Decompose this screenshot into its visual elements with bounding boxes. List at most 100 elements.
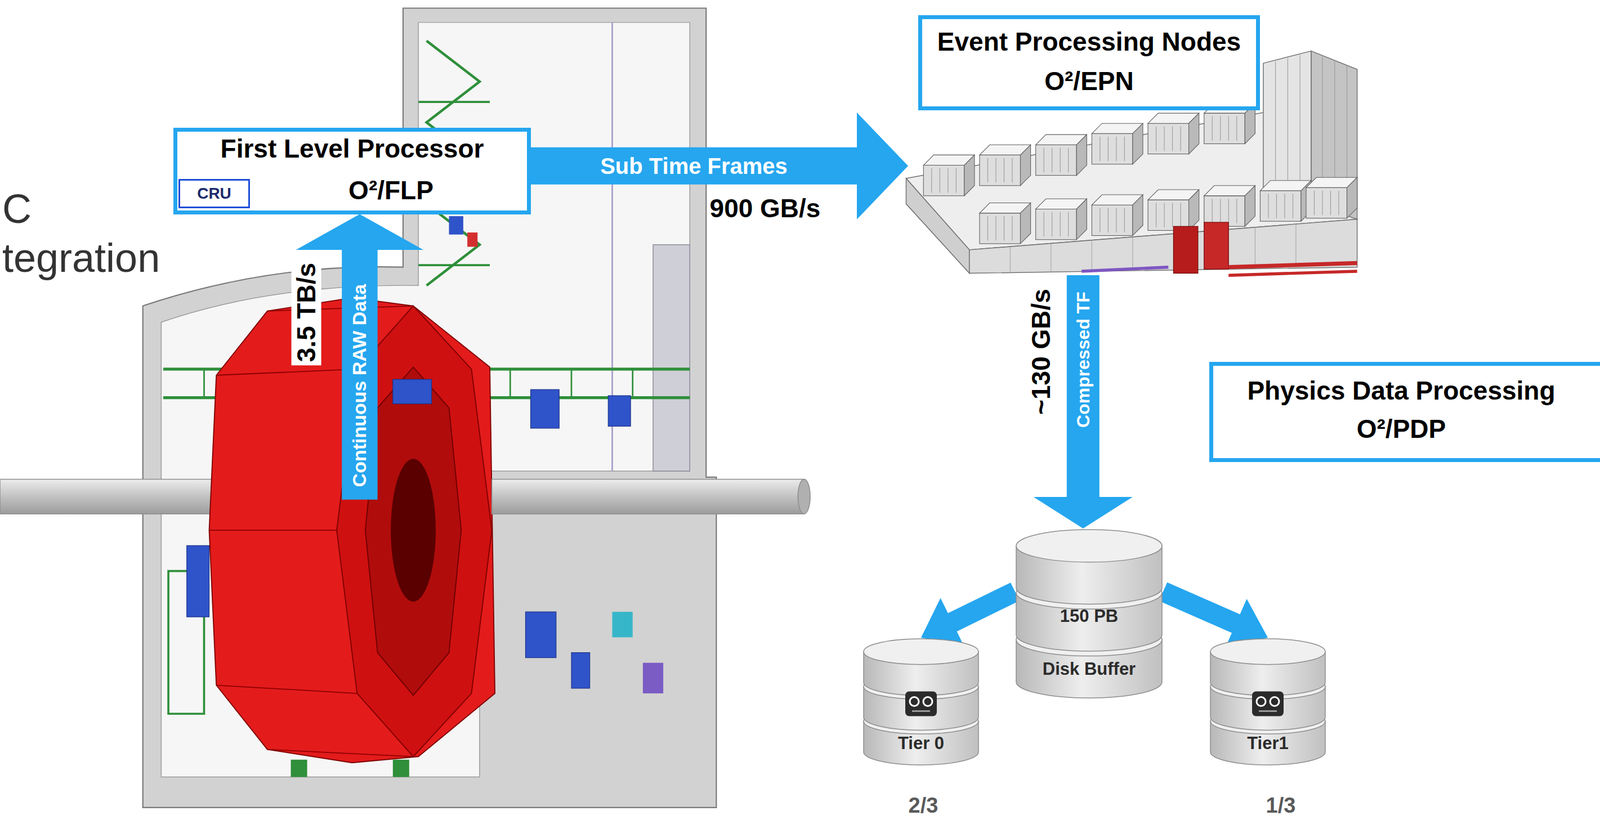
server-farm (1147, 113, 1200, 154)
detector-parts (530, 389, 560, 429)
label-slot: Continuous RAW Data (348, 284, 371, 488)
rate-label: 900 GB/s (709, 193, 821, 224)
flow-arrow (921, 582, 1020, 647)
detector-cavern (142, 7, 717, 808)
slide-text: tegration (2, 234, 160, 282)
detector-parts (571, 653, 591, 689)
server-farm (1035, 198, 1088, 240)
edge-label: Compressed TF (1072, 291, 1094, 428)
tier-storage: Tier 0 (862, 637, 980, 771)
edge-label: Sub Time Frames (600, 153, 788, 180)
server-farm (923, 154, 975, 196)
slide-text: C (2, 185, 32, 233)
tier-storage: Tier1 (1209, 637, 1327, 771)
tape-window (1258, 710, 1277, 713)
box-subtitle: O²/PDP (1356, 414, 1446, 445)
label-slot: C (2, 185, 32, 233)
storage-label: 150 PB (1060, 606, 1119, 627)
detector-parts (525, 611, 556, 659)
detector-magnet (291, 760, 308, 778)
tape-body (905, 691, 937, 717)
tape-reel (1270, 697, 1280, 707)
label-slot: 1/3 (1266, 793, 1296, 819)
box-subtitle: O²/EPN (1044, 66, 1134, 97)
box-title: Physics Data Processing (1247, 376, 1555, 406)
label-slot: 900 GB/s (709, 193, 821, 224)
beam-pipe (0, 479, 217, 515)
processing-farm: Event Processing NodesO²/EPN (908, 15, 1357, 276)
box-title: CRU (197, 184, 232, 203)
server-farm (1306, 177, 1358, 218)
box-title: First Level Processor (220, 133, 485, 164)
text-slot: Tier 0 (862, 733, 980, 754)
beam-pipe (797, 479, 811, 515)
detector-parts (186, 379, 664, 694)
storage-label: Tier1 (1247, 733, 1289, 754)
detector-parts (608, 395, 631, 427)
text-slot: Physics Data Processing (1213, 376, 1590, 406)
storage-label: Disk Buffer (1042, 659, 1136, 680)
detector-magnet (390, 458, 436, 602)
label-slot: ~130 GB/s (1026, 288, 1057, 415)
text-slot: O²/FLP (255, 175, 527, 206)
label-slot: tegration (2, 234, 160, 282)
detector-magnet (365, 367, 462, 696)
disk-top (1016, 529, 1162, 563)
beam-pipe (0, 479, 217, 515)
detector-cavern (142, 7, 717, 808)
tape-body (1252, 691, 1284, 717)
rate-label: ~130 GB/s (1026, 288, 1057, 415)
server-farm (1204, 185, 1256, 227)
tape-reel (923, 697, 933, 707)
cru-box: CRU (178, 179, 250, 209)
text-slot: O²/EPN (922, 66, 1257, 97)
text-slot: Event Processing Nodes (922, 27, 1257, 57)
server-farm (979, 144, 1031, 186)
disk-top (863, 638, 979, 665)
box-title: Event Processing Nodes (937, 27, 1241, 57)
tape-window (912, 710, 931, 713)
server-farm (1204, 222, 1229, 270)
text-slot: CRU (180, 184, 249, 203)
edge-label-slot: Sub Time Frames (600, 153, 788, 180)
detector-parts (392, 379, 432, 404)
text-slot: Disk Buffer (1015, 659, 1164, 680)
detector-parts (186, 545, 210, 618)
server-farm (1173, 226, 1199, 274)
edge-label-slot: Compressed TF (1072, 291, 1094, 428)
tape-reel (909, 697, 919, 707)
server-farm (1228, 271, 1357, 276)
tape-icon (1252, 691, 1284, 717)
detector-cavern (449, 216, 464, 235)
server-farm (1091, 194, 1143, 236)
heading-box: Event Processing NodesO²/EPN (918, 15, 1260, 111)
server-farm (1035, 134, 1088, 176)
share-label: 1/3 (1266, 793, 1296, 819)
tape-icon (905, 691, 937, 717)
server-farm (1147, 189, 1200, 231)
beam-pipe (492, 479, 805, 515)
label-slot: 2/3 (908, 793, 939, 819)
tape-reel (1256, 697, 1266, 707)
server-farm (1091, 123, 1143, 164)
server-farm (1081, 267, 1169, 272)
storage-label: Tier 0 (897, 733, 945, 754)
server-farm (979, 203, 1031, 244)
detector-parts (642, 663, 664, 694)
detector-magnet (392, 760, 410, 778)
text-slot: O²/PDP (1213, 414, 1590, 445)
detector-cavern (161, 22, 690, 778)
disk-top (1210, 638, 1326, 665)
flow-arrow (1159, 582, 1268, 649)
processor-box: First Level ProcessorO²/FLP CRU (173, 127, 531, 215)
text-slot: 150 PB (1015, 606, 1164, 627)
server-farm (1228, 262, 1357, 267)
text-slot: Tier1 (1209, 733, 1327, 754)
detector-parts (612, 611, 633, 638)
rate-label: 3.5 TB/s (291, 259, 322, 366)
share-label: 2/3 (908, 793, 939, 819)
disk-stack: 150 PB Disk Buffer (1015, 528, 1164, 705)
beam-pipe (492, 479, 811, 515)
detector-cavern (467, 232, 478, 247)
